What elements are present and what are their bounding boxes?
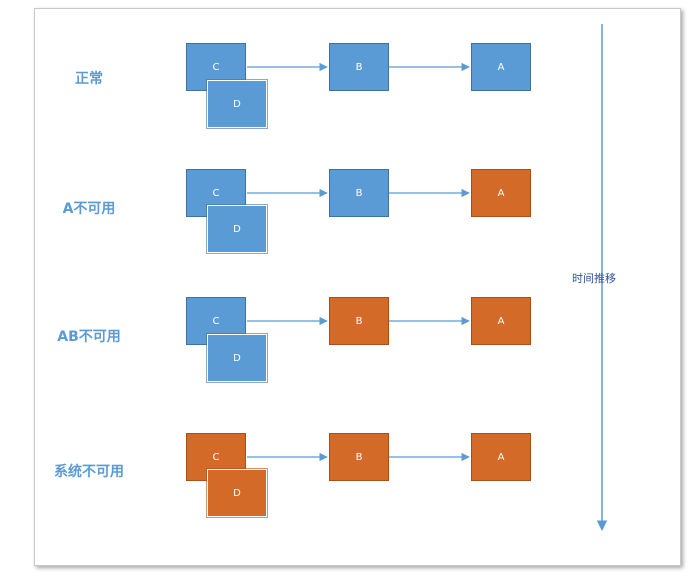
node-d-row3: D <box>206 333 268 383</box>
node-b-row2: B <box>329 169 389 217</box>
row-label-normal: 正常 <box>75 71 103 87</box>
node-b-row4: B <box>329 433 389 481</box>
node-a-row2: A <box>471 169 531 217</box>
node-b-row3: B <box>329 297 389 345</box>
row-label-a-unavailable: A不可用 <box>62 201 116 217</box>
node-d-row2: D <box>206 204 268 254</box>
row-label-ab-unavailable: AB不可用 <box>57 329 121 345</box>
node-d-row1: D <box>206 79 268 129</box>
node-a-row1: A <box>471 43 531 91</box>
row-label-system-unavailable: 系统不可用 <box>54 464 124 480</box>
node-b-row1: B <box>329 43 389 91</box>
node-a-row3: A <box>471 297 531 345</box>
node-a-row4: A <box>471 433 531 481</box>
node-d-row4: D <box>206 468 268 518</box>
time-passage-label: 时间推移 <box>572 272 616 285</box>
